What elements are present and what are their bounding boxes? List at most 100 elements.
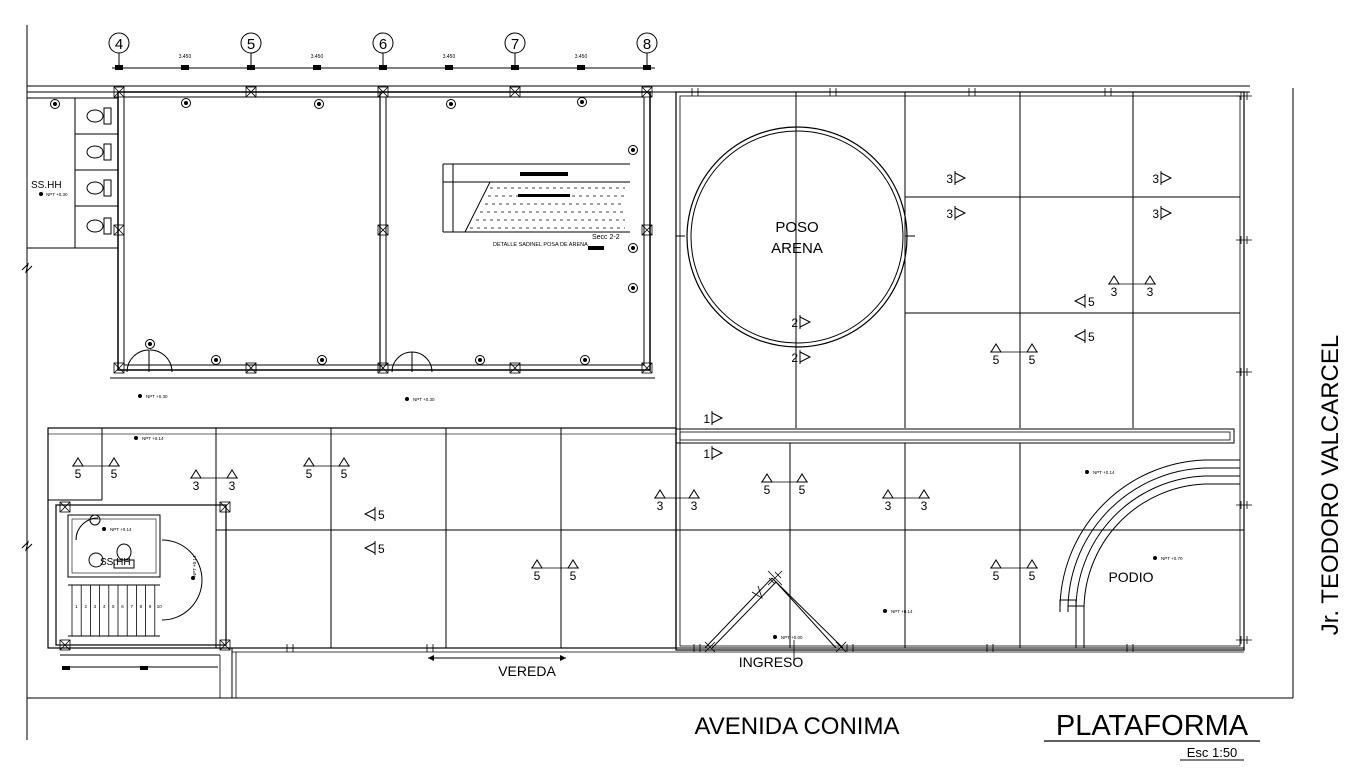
sheet-title: PLATAFORMA xyxy=(1056,710,1249,742)
svg-text:NPT +0.30: NPT +0.30 xyxy=(413,397,435,402)
section-cut-label: 2 xyxy=(791,351,798,365)
section-cut-marker: 5 xyxy=(363,507,385,522)
column-marker xyxy=(181,98,191,108)
wall-joint xyxy=(1236,501,1252,509)
grid-axis-bubble: 8 xyxy=(636,32,658,70)
column-marker xyxy=(580,355,590,365)
grid-axis-bubble: 4 xyxy=(108,32,130,70)
stair-step-number: 2 xyxy=(84,604,87,609)
stair-step-number: 10 xyxy=(157,604,163,609)
wall-joint xyxy=(1236,92,1252,100)
structural-column xyxy=(509,86,521,98)
svg-text:NPT +0.14: NPT +0.14 xyxy=(891,609,913,614)
level-marker: NPT +0.30 xyxy=(405,397,435,402)
column-marker xyxy=(211,355,221,365)
level-marker: NPT +0.14 xyxy=(1085,470,1115,475)
section-cut-marker: 3 xyxy=(1152,171,1173,186)
structural-column xyxy=(641,86,653,98)
detail-caption: DETALLE SADINEL POSA DE ARENA xyxy=(493,242,588,248)
grid-axis-label: 4 xyxy=(115,36,123,53)
elevation-marker-label: 5 xyxy=(993,569,1000,583)
vereda-arrow xyxy=(428,655,566,661)
column-marker xyxy=(577,97,587,107)
stair-step-number: 3 xyxy=(94,604,97,609)
section-cut-label: 3 xyxy=(946,172,953,186)
podium-arcs: PODIO xyxy=(1059,459,1240,648)
stair-step-number: 1 xyxy=(75,604,78,609)
elevation-marker-label: 5 xyxy=(534,569,541,583)
grid-axis-bubble: 7 xyxy=(504,32,526,70)
elevation-marker-label: 5 xyxy=(341,467,348,481)
level-marker: NPT +0.00 xyxy=(773,635,803,640)
stair-step-number: 5 xyxy=(112,604,115,609)
stair-step-number: 7 xyxy=(130,604,133,609)
column-marker xyxy=(628,283,638,293)
level-marker: NPT +0.14 xyxy=(191,555,197,580)
entrance-walls xyxy=(704,570,847,660)
section-cut-label: 2 xyxy=(791,316,798,330)
svg-text:NPT +0.14: NPT +0.14 xyxy=(1093,470,1115,475)
lower-platform xyxy=(47,427,1244,698)
structural-column xyxy=(641,224,653,236)
door-swing xyxy=(126,349,433,373)
structural-column xyxy=(219,501,231,513)
vereda-label: VEREDA xyxy=(498,663,556,679)
structural-column xyxy=(377,224,389,236)
structural-column xyxy=(245,86,257,98)
elevation-marker-label: 5 xyxy=(993,353,1000,367)
stair-step-number: 6 xyxy=(121,604,124,609)
jiron-label: Jr. TEODORO VALCARCEL xyxy=(1317,335,1344,636)
elevation-marker-label: 5 xyxy=(799,483,806,497)
ingreso-label: INGRESO xyxy=(739,654,804,670)
svg-text:NPT +0.30: NPT +0.30 xyxy=(146,394,168,399)
elevation-marker-label: 3 xyxy=(691,499,698,513)
wall-joints xyxy=(282,88,1252,652)
column-markers xyxy=(50,86,653,651)
section-cut-label: 1 xyxy=(703,412,710,426)
wall-joint xyxy=(422,644,438,652)
section-cut-label: 3 xyxy=(1152,207,1159,221)
elevation-marker-label: 3 xyxy=(657,499,664,513)
elevation-marker-label: 5 xyxy=(75,467,82,481)
svg-text:NPT +0.14: NPT +0.14 xyxy=(142,436,164,441)
grid-axis-label: 5 xyxy=(247,36,255,53)
sshh-bottom-label: SS.HH xyxy=(100,557,131,568)
elevation-marker-label: 3 xyxy=(1147,285,1154,299)
column-marker xyxy=(628,145,638,155)
section-cut-marker: 5 xyxy=(363,541,385,556)
column-marker xyxy=(314,99,324,109)
poso-label: POSO xyxy=(775,219,818,236)
column-marker xyxy=(475,355,485,365)
level-marker: NPT +0.14 xyxy=(883,609,913,614)
avenida-label: AVENIDA CONIMA xyxy=(695,713,900,740)
wall-joint xyxy=(689,644,705,652)
site-boundary xyxy=(21,25,1294,740)
level-marker: NPT +0.14 xyxy=(134,436,164,441)
level-markers: NPT +0.30 NPT +0.30 NPT +0.30 NPT +0.14 … xyxy=(39,192,1183,640)
section-cut-marker: 1 xyxy=(703,446,724,461)
grid-axis-label: 6 xyxy=(379,36,387,53)
elevation-marker-label: 3 xyxy=(921,499,928,513)
elevation-marker-label: 5 xyxy=(570,569,577,583)
elevation-marker-label: 5 xyxy=(306,467,313,481)
structural-column xyxy=(377,86,389,98)
column-marker xyxy=(50,99,60,109)
wall-joint xyxy=(1236,636,1252,644)
structural-column xyxy=(245,362,257,374)
sand-pit-detail: Secc 2-2 DETALLE SADINEL POSA DE ARENA xyxy=(442,163,630,250)
wall-joint xyxy=(842,644,858,652)
svg-text:NPT +0.30: NPT +0.30 xyxy=(46,192,68,197)
section-cut-marker: 1 xyxy=(703,411,724,426)
toilet-fixture xyxy=(86,107,112,235)
svg-text:NPT +0.70: NPT +0.70 xyxy=(1161,556,1183,561)
svg-text:NPT +0.14: NPT +0.14 xyxy=(110,527,132,532)
elevation-marker-label: 3 xyxy=(885,499,892,513)
